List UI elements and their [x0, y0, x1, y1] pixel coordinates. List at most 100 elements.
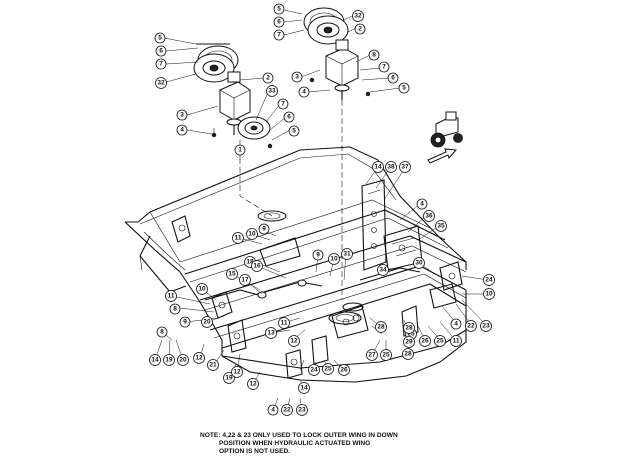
callout-label: 11: [281, 320, 288, 327]
mower-deck: [124, 146, 467, 383]
callout-c39: 10: [328, 253, 340, 265]
callout-label: 6: [287, 114, 291, 121]
callout-c23: 1: [234, 144, 246, 156]
callout-label: 25: [407, 331, 415, 338]
callout-c63: 19: [163, 354, 175, 366]
callout-c5: 2: [262, 72, 274, 84]
callout-c37: 17: [239, 274, 251, 286]
callout-label: 25: [324, 366, 332, 373]
callout-c16: 5: [288, 125, 300, 137]
callout-label: 22: [283, 407, 291, 414]
callout-label: 9: [262, 226, 266, 233]
callout-c10: 2: [354, 23, 366, 35]
callout-label: 23: [298, 407, 306, 414]
callout-label: 20: [179, 357, 187, 364]
callout-c8: 7: [273, 29, 285, 41]
callout-c48: 11: [278, 317, 290, 329]
callout-label: 10: [248, 231, 256, 238]
callout-c38: 9: [312, 249, 324, 261]
callout-label: 37: [401, 164, 409, 171]
callout-c66: 12: [193, 352, 205, 364]
callout-c64: 20: [177, 354, 189, 366]
callout-label: 34: [379, 267, 387, 274]
callout-c40: 34: [377, 264, 389, 276]
callout-c1: 5: [154, 32, 166, 44]
callout-label: 9: [316, 252, 320, 259]
callout-label: 30: [415, 260, 423, 267]
callout-c47: 9: [179, 316, 191, 328]
callout-label: 11: [235, 235, 242, 242]
diagram-note: NOTE: 4,22 & 23 ONLY USED TO LOCK OUTER …: [200, 432, 460, 457]
callout-c3: 7: [155, 58, 167, 70]
callout-c12: 4: [176, 124, 188, 136]
callout-label: 23: [482, 323, 490, 330]
callout-c79: 8: [156, 326, 168, 338]
callout-c52: 22: [465, 320, 477, 332]
callout-c32: 9: [258, 223, 270, 235]
callout-label: 16: [253, 263, 261, 270]
callout-c25: 38: [385, 161, 397, 173]
callout-c72: 19: [223, 372, 235, 384]
callout-label: 4: [180, 127, 184, 134]
callout-label: 12: [195, 355, 203, 362]
callout-label: 31: [343, 251, 351, 258]
callout-c58: 28: [402, 348, 414, 360]
callout-c2: 6: [155, 45, 167, 57]
callout-label: 8: [372, 52, 376, 59]
callout-c80: 20: [201, 316, 213, 328]
callout-label: 22: [467, 323, 475, 330]
callout-c13: 33: [266, 85, 278, 97]
callout-label: 38: [387, 164, 395, 171]
callout-label: 29: [405, 339, 413, 346]
callout-c14: 7: [277, 98, 289, 110]
callout-c7: 6: [273, 16, 285, 28]
callout-label: 4: [302, 89, 306, 96]
callout-label: 28: [377, 324, 385, 331]
callout-c77: 23: [296, 404, 308, 416]
callout-c29: 35: [435, 220, 447, 232]
callout-c22: 4: [298, 86, 310, 98]
callout-c46: 8: [169, 303, 181, 315]
callout-c54: 28: [375, 321, 387, 333]
callout-label: 7: [382, 64, 386, 71]
callout-c56: 28: [403, 322, 415, 334]
callout-label: 15: [228, 271, 236, 278]
callout-label: 26: [340, 367, 348, 374]
callout-label: 8: [160, 329, 164, 336]
callout-label: 6: [391, 75, 395, 82]
callout-label: 14: [300, 385, 308, 392]
callout-label: 12: [290, 338, 298, 345]
right-gearbox-assembly: [303, 7, 371, 100]
callout-label: 12: [249, 381, 257, 388]
callout-label: 35: [437, 223, 445, 230]
callout-c51: 4: [450, 318, 462, 330]
callout-label: 25: [382, 352, 390, 359]
callout-c42: 24: [483, 274, 495, 286]
callout-label: 10: [330, 256, 338, 263]
callout-label: 28: [405, 325, 413, 332]
callout-label: 21: [209, 362, 217, 369]
callout-c35: 16: [251, 260, 263, 272]
callout-c68: 25: [380, 349, 392, 361]
callout-c74: 14: [298, 382, 310, 394]
callout-label: 19: [225, 375, 233, 382]
callout-label: 20: [203, 319, 211, 326]
callout-c4: 32: [155, 77, 167, 89]
callout-c73: 12: [247, 378, 259, 390]
callout-c65: 21: [207, 359, 219, 371]
direction-arrow-icon: [427, 148, 458, 164]
callout-c27: 4: [416, 198, 428, 210]
callout-c15: 6: [283, 111, 295, 123]
callout-label: 28: [404, 351, 412, 358]
callout-c28: 36: [423, 210, 435, 222]
callout-c44: 10: [196, 283, 208, 295]
callout-c67: 27: [366, 349, 378, 361]
callout-c24: 14: [372, 161, 384, 173]
callout-label: 19: [165, 357, 173, 364]
callout-c6: 5: [273, 3, 285, 15]
callout-label: 3: [295, 74, 299, 81]
callout-label: 24: [310, 367, 318, 374]
callout-c19: 6: [387, 72, 399, 84]
callout-c11: 3: [176, 109, 188, 121]
